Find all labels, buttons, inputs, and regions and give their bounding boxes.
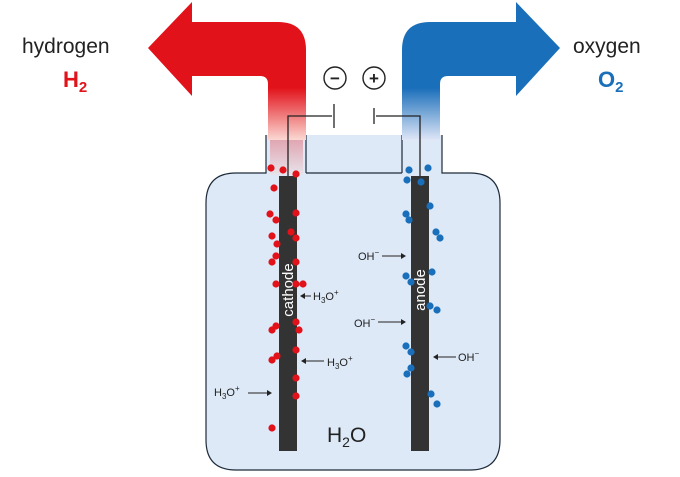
hydrogen-label: hydrogen xyxy=(22,35,110,58)
oxygen-bubble xyxy=(402,272,410,280)
hydrogen-bubble xyxy=(292,374,300,382)
cathode-label: cathode xyxy=(280,263,297,316)
ion-oh-3: OH− xyxy=(433,349,480,364)
hydrogen-bubble xyxy=(292,280,300,288)
cathode-wire xyxy=(287,115,332,176)
hydrogen-bubble xyxy=(292,258,300,266)
hydrogen-bubble xyxy=(299,280,307,288)
hydrogen-bubble xyxy=(272,252,280,260)
oxygen-label: oxygen xyxy=(573,35,641,58)
oxygen-bubble xyxy=(403,176,411,184)
hydrogen-bubble xyxy=(287,228,295,236)
oxygen-bubble xyxy=(436,234,444,242)
hydrogen-bubble xyxy=(292,170,300,178)
hydrogen-bubble xyxy=(268,258,276,266)
hydrogen-bubble xyxy=(279,166,287,174)
anode-wire xyxy=(376,115,421,176)
anode-electrode xyxy=(411,176,429,451)
hydrogen-bubble xyxy=(295,326,303,334)
oxygen-bubble xyxy=(426,302,434,310)
oxygen-bubble xyxy=(432,228,440,236)
ion-h3o-2: H3O+ xyxy=(301,354,353,371)
hydrogen-bubble xyxy=(292,392,300,400)
hydrogen-bubble xyxy=(272,280,280,288)
hydrogen-bubble xyxy=(272,216,280,224)
anode-label: anode xyxy=(412,269,429,311)
svg-text:OH−: OH− xyxy=(358,248,380,263)
svg-text:H3O+: H3O+ xyxy=(327,354,353,371)
oxygen-bubble xyxy=(405,216,413,224)
ion-oh-1: OH− xyxy=(358,248,406,263)
hydrogen-bubble xyxy=(292,234,300,242)
hydrogen-bubble xyxy=(273,352,281,360)
oxygen-bubble xyxy=(405,166,413,174)
oxygen-bubble xyxy=(428,268,436,276)
svg-text:H3O+: H3O+ xyxy=(313,288,339,305)
hydrogen-bubble xyxy=(270,184,278,192)
electrolyte-container xyxy=(205,135,501,471)
water-label: H2O xyxy=(327,424,366,450)
hydrogen-bubble xyxy=(266,210,274,218)
oxygen-bubble xyxy=(426,202,434,210)
oxygen-bubble xyxy=(402,342,410,350)
hydrogen-bubble xyxy=(268,326,276,334)
svg-text:−: − xyxy=(330,69,340,88)
hydrogen-bubble xyxy=(292,318,300,326)
plus-terminal-icon: + xyxy=(362,66,386,90)
oxygen-bubble xyxy=(433,400,441,408)
svg-text:H3O+: H3O+ xyxy=(214,384,240,401)
gas-bubbles xyxy=(266,164,444,432)
oxygen-bubble xyxy=(402,210,410,218)
oxygen-bubble xyxy=(424,164,432,172)
oxygen-bubble xyxy=(403,370,411,378)
hydrogen-bubble xyxy=(268,232,276,240)
ion-oh-2: OH− xyxy=(354,315,406,330)
hydrogen-bubble xyxy=(268,424,276,432)
ion-h3o-3: H3O+ xyxy=(214,384,272,401)
svg-text:OH−: OH− xyxy=(458,349,480,364)
svg-text:+: + xyxy=(369,69,379,88)
cathode-neck xyxy=(270,135,303,175)
hydrogen-formula: H2 xyxy=(63,67,87,96)
minus-terminal-icon: − xyxy=(323,66,347,90)
oxygen-bubble xyxy=(417,178,425,186)
hydrogen-arrow xyxy=(148,2,306,140)
svg-text:OH−: OH− xyxy=(354,315,376,330)
hydrogen-bubble xyxy=(292,209,300,217)
oxygen-bubble xyxy=(407,278,415,286)
hydrogen-bubble xyxy=(267,164,275,172)
oxygen-bubble xyxy=(407,348,415,356)
oxygen-bubble xyxy=(407,364,415,372)
hydrogen-bubble xyxy=(292,346,300,354)
oxygen-bubble xyxy=(433,306,441,314)
oxygen-formula: O2 xyxy=(598,67,623,96)
cathode-electrode xyxy=(279,176,297,451)
oxygen-arrow xyxy=(402,2,560,140)
hydrogen-bubble xyxy=(268,356,276,364)
oxygen-bubble xyxy=(427,390,435,398)
ion-h3o-1: H3O+ xyxy=(300,288,339,305)
hydrogen-bubble xyxy=(273,240,281,248)
